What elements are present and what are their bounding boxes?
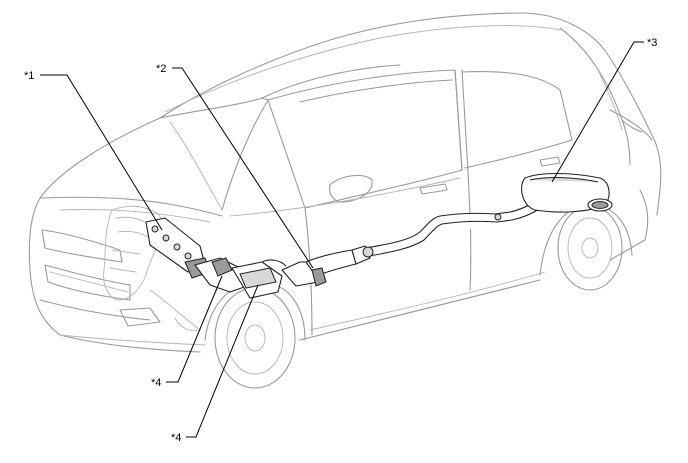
tail-pipe-and-muffler [494, 173, 613, 223]
car-body-outline [28, 12, 662, 389]
front-pipe-and-converter [194, 257, 287, 299]
callout-4a-label: *4 [151, 377, 161, 389]
callout-1-label: *1 [24, 70, 34, 82]
callout-2-label: *2 [156, 63, 166, 75]
callout-4b-label: *4 [171, 432, 181, 444]
exhaust-system [145, 173, 613, 299]
callout-3-label: *3 [647, 37, 657, 49]
callout-leaders [40, 41, 644, 438]
center-pipe [281, 212, 498, 287]
